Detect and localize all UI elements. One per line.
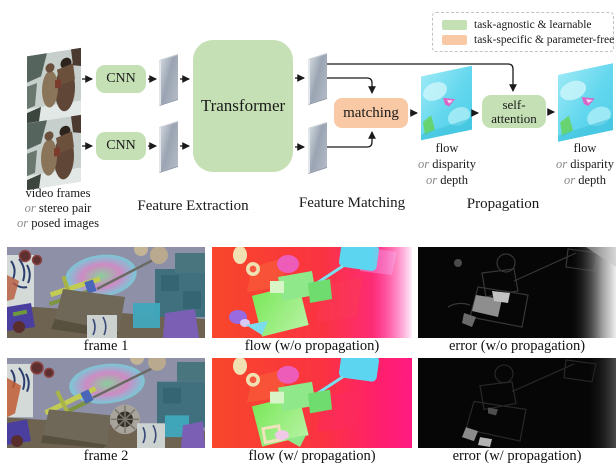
cnn-label: CNN: [106, 138, 136, 153]
flow-without-propagation-image: [212, 247, 412, 338]
matching-label: matching: [343, 104, 399, 121]
frame2-render: [7, 358, 205, 448]
input-types-label: video frames or stereo pair or posed ima…: [0, 186, 116, 231]
error-map-render: [418, 247, 616, 338]
or-word: or: [556, 157, 568, 171]
input-line1: video frames: [25, 186, 91, 200]
cnn-box-1: CNN: [96, 65, 146, 93]
caption-frame1: frame 1: [83, 338, 129, 354]
self-attention-label-line1: self-: [502, 96, 526, 112]
frame2-image: [7, 358, 205, 448]
error-with-propagation-image: [418, 358, 616, 448]
or-word: or: [418, 157, 430, 171]
flow-output-thumbnail-2: [558, 63, 613, 142]
caption-error-w: error (w/ propagation): [452, 448, 582, 464]
flow-word: flow: [573, 141, 597, 155]
output-types-label-2: flow or disparity or depth: [545, 140, 616, 188]
legend-label: task-agnostic & learnable: [474, 18, 592, 31]
section-label-propagation: Propagation: [466, 196, 540, 212]
transformer-label: Transformer: [200, 96, 286, 115]
error-map-render: [418, 358, 616, 448]
section-label-feature-extraction: Feature Extraction: [137, 198, 249, 214]
transformer-box: Transformer: [193, 40, 293, 172]
disparity-word: disparity: [432, 157, 476, 171]
flow-field-render: [212, 247, 412, 338]
frame1-image: [7, 247, 205, 338]
or-word: or: [24, 201, 36, 215]
self-attention-box: self- attention: [482, 95, 546, 128]
market-scene-thumbnail: [27, 47, 81, 124]
legend-box: task-agnostic & learnable task-specific …: [432, 12, 614, 52]
or-word: or: [17, 216, 29, 230]
flow-field-thumbnail: [421, 65, 472, 141]
output-feature-map-2: [308, 121, 327, 175]
green-swatch-icon: [442, 19, 467, 30]
input-image-1: [27, 47, 81, 124]
feature-map-2: [159, 120, 178, 174]
caption-flow-wo: flow (w/o propagation): [244, 338, 380, 354]
depth-word: depth: [440, 173, 469, 187]
self-attention-label-line2: attention: [491, 110, 537, 126]
orange-swatch-icon: [442, 34, 467, 45]
flow-field-thumbnail: [558, 63, 613, 142]
legend-item-task-agnostic: task-agnostic & learnable: [442, 17, 613, 32]
section-label-feature-matching: Feature Matching: [298, 195, 406, 211]
input-line2: stereo pair: [38, 201, 92, 215]
matching-box: matching: [334, 98, 408, 128]
error-without-propagation-image: [418, 247, 616, 338]
or-word: or: [563, 173, 576, 187]
output-feature-map-1: [308, 52, 327, 106]
or-word: or: [425, 173, 438, 187]
disparity-word: disparity: [570, 157, 614, 171]
cnn-label: CNN: [106, 71, 136, 86]
feature-map-1: [159, 53, 178, 107]
cnn-box-2: CNN: [96, 132, 146, 160]
output-types-label-1: flow or disparity or depth: [407, 140, 487, 188]
flow-with-propagation-image: [212, 358, 412, 448]
flow-word: flow: [435, 141, 459, 155]
flow-field-render: [212, 358, 412, 448]
caption-frame2: frame 2: [83, 448, 129, 464]
input-line3: posed images: [31, 216, 99, 230]
legend-label: task-specific & parameter-free: [474, 33, 615, 46]
caption-error-wo: error (w/o propagation): [448, 338, 586, 354]
flow-output-thumbnail-1: [421, 65, 472, 141]
frame1-render: [7, 247, 205, 338]
legend-item-task-specific: task-specific & parameter-free: [442, 32, 615, 47]
caption-flow-w: flow (w/ propagation): [248, 448, 376, 464]
input-image-2: [27, 114, 81, 191]
depth-word: depth: [578, 173, 607, 187]
market-scene-thumbnail: [27, 114, 81, 191]
